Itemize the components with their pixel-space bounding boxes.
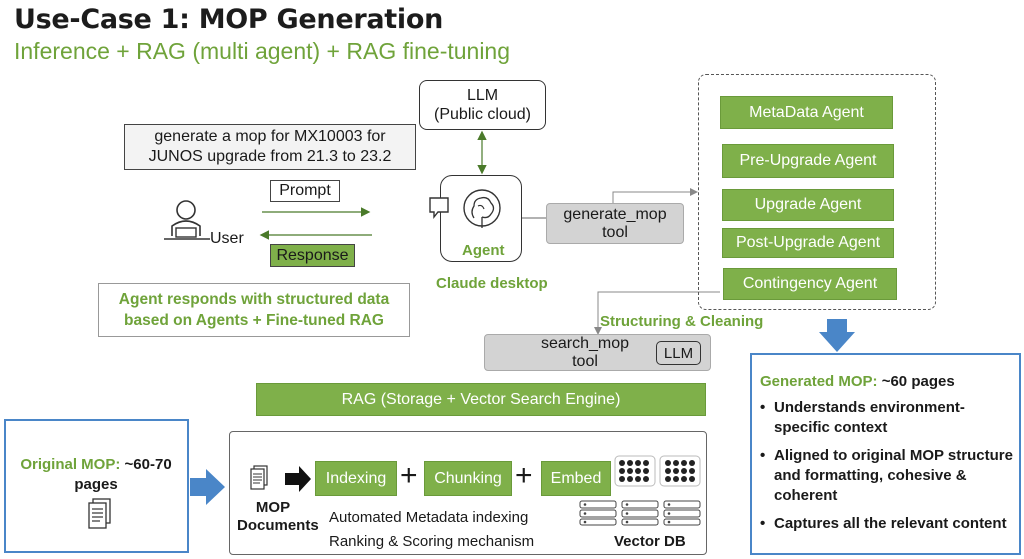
indexing-step: Indexing [315, 461, 397, 496]
original-right-arrow [190, 469, 225, 505]
rag-pipeline-box [229, 431, 707, 555]
generated-mop-title: Generated MOP: ~60 pages [760, 373, 955, 390]
embedding-matrix-icon [614, 455, 701, 487]
claude-desktop-label: Claude desktop [436, 275, 548, 292]
plus-sign-1: + [400, 459, 418, 492]
generated-mop-list: Understands environment-specific context… [758, 398, 1014, 542]
agents-search-link [594, 291, 720, 335]
plus-sign-2: + [515, 459, 533, 492]
llm-public-cloud-box: LLM (Public cloud) [419, 80, 546, 130]
vector-db-label: Vector DB [614, 533, 686, 550]
database-servers-icon [579, 500, 701, 526]
prompt-line-2: JUNOS upgrade from 21.3 to 23.2 [148, 148, 392, 165]
list-item: Aligned to original MOP structure and fo… [758, 446, 1014, 506]
chunking-step: Chunking [424, 461, 512, 496]
metadata-indexing-text: Automated Metadata indexing [329, 509, 529, 526]
generate-tool-line-1: generate_mop [563, 205, 667, 223]
user-icon [164, 200, 210, 240]
response-note-line-2: based on Agents + Fine-tuned RAG [124, 312, 384, 329]
agent-label: Agent [462, 242, 505, 259]
response-label: Response [270, 244, 355, 267]
search-tool-llm-badge: LLM [656, 341, 701, 365]
search-tool-text: search_mop tool [540, 335, 630, 371]
generated-mop-label: Generated MOP: [760, 373, 878, 390]
agents-group [698, 74, 936, 310]
embed-step: Embed [541, 461, 611, 496]
mop-docs-icon [250, 465, 268, 490]
mop-docs-line-2: Documents [237, 517, 319, 534]
mop-docs-line-1: MOP [255, 499, 291, 516]
prompt-line-1: generate a mop for MX10003 for [154, 128, 386, 145]
mop-documents-label: MOP Documents [237, 499, 319, 535]
agent-card [440, 175, 522, 262]
response-note-line-1: Agent responds with structured data [118, 291, 390, 308]
page-title: Use-Case 1: MOP Generation [14, 4, 443, 35]
contingency-agent: Contingency Agent [723, 268, 897, 300]
metadata-agent: MetaData Agent [720, 96, 893, 129]
original-mop-label: Original MOP: ~60-70 pages [6, 455, 186, 495]
list-item: Captures all the relevant content [758, 514, 1014, 534]
generated-down-arrow [819, 319, 855, 352]
generate-mop-tool: generate_mop tool [546, 203, 684, 244]
structuring-label: Structuring & Cleaning [600, 313, 764, 330]
response-note: Agent responds with structured data base… [98, 283, 410, 337]
search-tool-line-2: tool [572, 353, 598, 370]
pre-upgrade-agent: Pre-Upgrade Agent [722, 144, 894, 178]
list-item: Understands environment-specific context [758, 398, 1014, 438]
rag-engine-bar: RAG (Storage + Vector Search Engine) [256, 383, 706, 416]
upgrade-agent: Upgrade Agent [722, 189, 894, 221]
original-mop-box [4, 419, 189, 553]
prompt-example-box: generate a mop for MX10003 for JUNOS upg… [124, 124, 416, 170]
user-label: User [210, 230, 244, 247]
prompt-label: Prompt [270, 180, 340, 202]
post-upgrade-agent: Post-Upgrade Agent [722, 228, 894, 258]
original-mop-pages: pages [74, 476, 118, 493]
llm-sublabel: (Public cloud) [434, 106, 531, 123]
generated-mop-box [750, 353, 1021, 555]
llm-label: LLM [466, 87, 499, 104]
agent-brain-icon [429, 189, 501, 228]
page-subtitle: Inference + RAG (multi agent) + RAG fine… [14, 38, 511, 64]
generate-tool-line-2: tool [602, 223, 628, 241]
original-mop-title: Original MOP: [20, 456, 121, 473]
search-tool-line-1: search_mop [540, 335, 630, 352]
tool-agents-link [612, 188, 698, 203]
original-mop-value: ~60-70 [124, 456, 172, 473]
generated-mop-value: ~60 pages [881, 373, 955, 390]
document-icon [88, 498, 111, 529]
docs-arrow [285, 466, 311, 492]
ranking-scoring-text: Ranking & Scoring mechanism [329, 533, 535, 550]
